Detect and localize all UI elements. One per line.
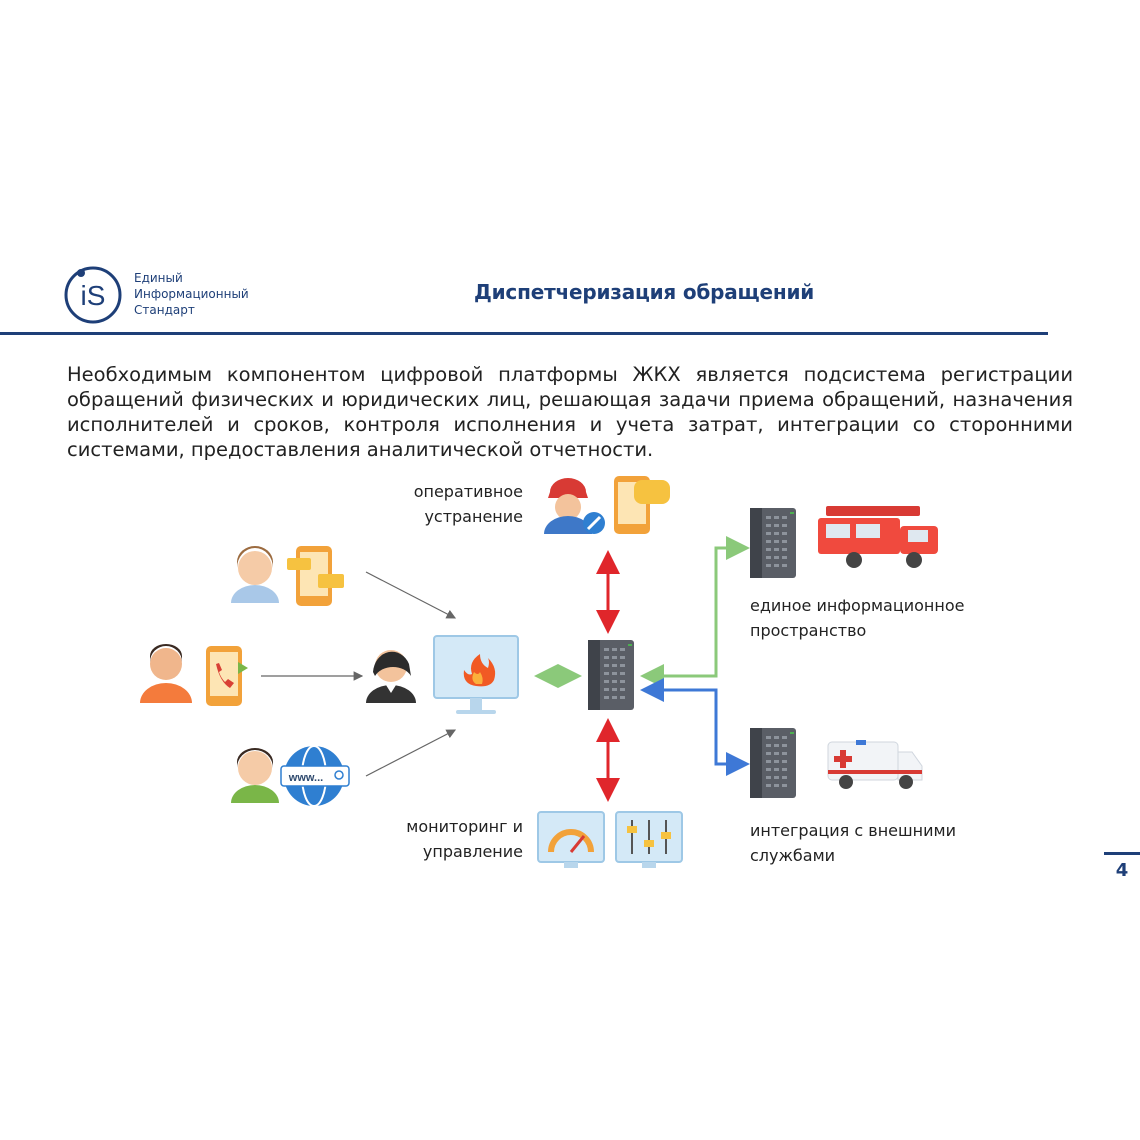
logo-line-1: Единый bbox=[134, 271, 183, 285]
web-globe-icon: www... bbox=[280, 745, 350, 807]
central-server-icon bbox=[588, 640, 634, 710]
citizen-woman-icon bbox=[231, 546, 279, 603]
intro-paragraph: Необходимым компонентом цифровой платфор… bbox=[67, 363, 1073, 461]
sliders-monitor-icon bbox=[615, 811, 683, 868]
label-integration: интеграция с внешними службами bbox=[750, 821, 956, 865]
repair-worker-icon bbox=[544, 478, 605, 534]
label-monitoring: мониторинг и управление bbox=[406, 817, 523, 861]
monitor-alert-icon bbox=[433, 635, 519, 714]
operator-icon bbox=[366, 650, 416, 703]
ambulance-icon bbox=[827, 740, 923, 789]
page-number-rule bbox=[1104, 852, 1140, 855]
phone-chat-icon bbox=[287, 546, 344, 606]
gauge-monitor-icon bbox=[537, 811, 605, 868]
label-unified-space: единое информационное пространство bbox=[750, 596, 965, 640]
logo-line-3: Стандарт bbox=[134, 303, 195, 317]
svg-text:iS: iS bbox=[81, 280, 106, 311]
logo-line-2: Информационный bbox=[134, 287, 249, 301]
svg-text:www...: www... bbox=[288, 772, 323, 784]
phone-call-icon bbox=[206, 646, 248, 706]
header-divider bbox=[0, 332, 1048, 335]
logo-mark-icon: iS bbox=[64, 266, 122, 324]
fire-truck-icon bbox=[818, 506, 938, 568]
dispatch-diagram: www... bbox=[140, 476, 938, 868]
integration-server-icon bbox=[750, 728, 796, 798]
service-chat-icon bbox=[614, 476, 670, 534]
page-number: 4 bbox=[1115, 860, 1129, 881]
citizen-man-icon bbox=[140, 644, 192, 703]
unified-server-icon bbox=[750, 508, 796, 578]
citizen-user-icon bbox=[231, 748, 279, 803]
page-title: Диспетчеризация обращений bbox=[474, 280, 815, 304]
label-operative-fix: оперативное устранение bbox=[413, 482, 523, 526]
logo: iS Единый Информационный Стандарт bbox=[62, 264, 262, 326]
